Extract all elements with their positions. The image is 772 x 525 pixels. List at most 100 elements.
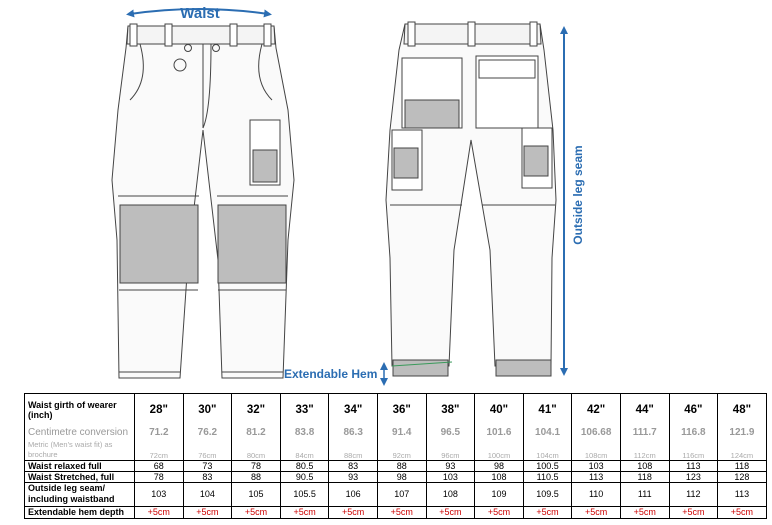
stretched-cell: 108: [474, 470, 524, 483]
leg-cell: 103: [134, 481, 184, 507]
waist-girth-row: Waist girth of wearer(inch) 28"30"32"33"…: [24, 393, 767, 426]
hem-cell: +5cm: [571, 505, 621, 519]
hem-cell: +5cm: [134, 505, 184, 519]
relaxed-cell: 80.5: [279, 459, 330, 472]
inch-cell: 42": [571, 393, 621, 426]
metric-cell: 124cm: [717, 439, 767, 461]
relaxed-cell: 108: [619, 459, 670, 472]
leg-cell: 110: [571, 481, 621, 507]
hem-cell: +5cm: [425, 505, 476, 519]
metric-cell: 88cm: [328, 439, 378, 461]
leg-cell: 107: [376, 481, 427, 507]
inch-cell: 38": [425, 393, 476, 426]
stretched-cell: 88: [231, 470, 281, 483]
cm-cell: 121.9: [717, 425, 767, 440]
hem-cell: +5cm: [279, 505, 330, 519]
stretched-cell: 123: [668, 470, 719, 483]
cm-cell: 111.7: [619, 425, 670, 440]
cm-cell: 91.4: [376, 425, 427, 440]
cm-cell: 96.5: [425, 425, 476, 440]
relaxed-cell: 73: [182, 459, 233, 472]
hem-cell: +5cm: [182, 505, 233, 519]
stretched-cell: 113: [571, 470, 621, 483]
inch-cell: 44": [619, 393, 670, 426]
metric-cell: 116cm: [668, 439, 719, 461]
relaxed-cell: 103: [571, 459, 621, 472]
leg-cell: 111: [619, 481, 670, 507]
stretched-cell: 98: [376, 470, 427, 483]
leg-cell: 105: [231, 481, 281, 507]
relaxed-cell: 113: [668, 459, 719, 472]
hem-cell: +5cm: [717, 505, 767, 519]
metric-cell: 72cm: [134, 439, 184, 461]
row-header: Waist girth of wearer(inch): [24, 393, 135, 426]
relaxed-cell: 118: [717, 459, 767, 472]
relaxed-cell: 78: [231, 459, 281, 472]
metric-cell: 80cm: [231, 439, 281, 461]
hem-cell: +5cm: [328, 505, 378, 519]
cm-cell: 86.3: [328, 425, 378, 440]
extendable-hem-label: Extendable Hem: [284, 367, 377, 381]
inch-cell: 30": [182, 393, 233, 426]
row-header: Outside leg seam/including waistband: [24, 481, 135, 507]
inch-cell: 34": [328, 393, 378, 426]
hem-cell: +5cm: [474, 505, 524, 519]
inch-cell: 46": [668, 393, 719, 426]
metric-cell: 108cm: [571, 439, 621, 461]
leg-cell: 112: [668, 481, 719, 507]
leg-cell: 109: [474, 481, 524, 507]
stretched-cell: 83: [182, 470, 233, 483]
relaxed-cell: 93: [425, 459, 476, 472]
front-trousers: [111, 23, 295, 379]
row-header: Centimetre conversion: [24, 425, 135, 440]
inch-cell: 32": [231, 393, 281, 426]
cm-cell: 104.1: [522, 425, 573, 440]
row-header: Waist Stretched, full: [24, 470, 135, 483]
hem-cell: +5cm: [376, 505, 427, 519]
hem-depth-row: Extendable hem depth +5cm+5cm+5cm+5cm+5c…: [24, 505, 767, 519]
size-table: Waist girth of wearer(inch) 28"30"32"33"…: [24, 393, 767, 519]
stretched-cell: 110.5: [522, 470, 573, 483]
inch-cell: 33": [279, 393, 330, 426]
stretched-cell: 93: [328, 470, 378, 483]
row-header: Waist relaxed full: [24, 459, 135, 472]
cm-cell: 116.8: [668, 425, 719, 440]
inch-cell: 36": [376, 393, 427, 426]
cm-cell: 83.8: [279, 425, 330, 440]
leg-cell: 109.5: [522, 481, 573, 507]
waist-label: Waist: [180, 5, 219, 22]
leg-cell: 105.5: [279, 481, 330, 507]
metric-cell: 92cm: [376, 439, 427, 461]
hem-cell: +5cm: [668, 505, 719, 519]
metric-cell: 104cm: [522, 439, 573, 461]
leg-cell: 106: [328, 481, 378, 507]
row-header: Extendable hem depth: [24, 505, 135, 519]
relaxed-cell: 100.5: [522, 459, 573, 472]
cm-cell: 81.2: [231, 425, 281, 440]
back-trousers: [385, 21, 557, 377]
inch-cell: 48": [717, 393, 767, 426]
cm-cell: 101.6: [474, 425, 524, 440]
inch-cell: 41": [522, 393, 573, 426]
relaxed-cell: 68: [134, 459, 184, 472]
relaxed-cell: 98: [474, 459, 524, 472]
leg-cell: 113: [717, 481, 767, 507]
inch-cell: 40": [474, 393, 524, 426]
inch-cell: 28": [134, 393, 184, 426]
hem-cell: +5cm: [231, 505, 281, 519]
cm-cell: 76.2: [182, 425, 233, 440]
relaxed-cell: 83: [328, 459, 378, 472]
stretched-cell: 118: [619, 470, 670, 483]
outside-leg-row: Outside leg seam/including waistband 103…: [24, 481, 767, 507]
leg-cell: 104: [182, 481, 233, 507]
metric-cell: 100cm: [474, 439, 524, 461]
relaxed-cell: 88: [376, 459, 427, 472]
hem-cell: +5cm: [522, 505, 573, 519]
cm-cell: 106.68: [571, 425, 621, 440]
cm-cell: 71.2: [134, 425, 184, 440]
